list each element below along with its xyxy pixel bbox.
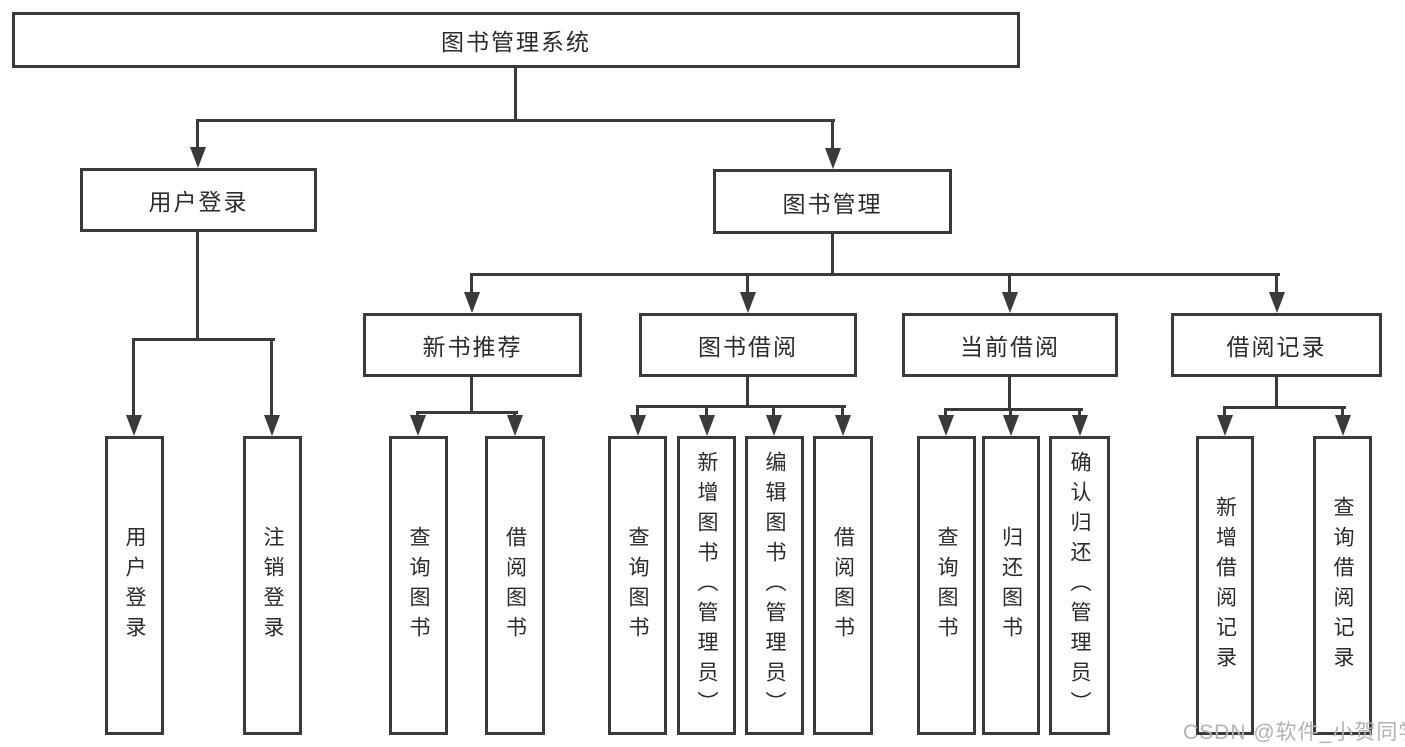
connector-line <box>1008 377 1011 411</box>
connector-line <box>1008 273 1011 297</box>
arrowhead-down-icon <box>630 415 646 436</box>
connector-line <box>270 338 273 418</box>
node-book-management: 图书管理 <box>713 169 952 234</box>
node-new-book-recommend: 新书推荐 <box>363 313 582 377</box>
leaf-current-return: 归还图书 <box>982 436 1040 735</box>
leaf-current-confirm-admin: 确认归还（管理员） <box>1049 436 1110 735</box>
arrowhead-down-icon <box>938 415 954 436</box>
connector-line <box>470 273 473 297</box>
connector-line <box>1223 406 1346 409</box>
arrowhead-down-icon <box>766 415 782 436</box>
leaf-borrow-query: 查询图书 <box>608 436 667 735</box>
arrowhead-down-icon <box>1217 415 1233 436</box>
arrowhead-down-icon <box>835 415 851 436</box>
node-borrow-records: 借阅记录 <box>1171 313 1382 377</box>
leaf-record-add: 新增借阅记录 <box>1196 436 1254 735</box>
arrowhead-down-icon <box>1003 415 1019 436</box>
connector-line <box>772 405 775 420</box>
leaf-borrow-edit-admin: 编辑图书（管理员） <box>745 436 804 735</box>
connector-line <box>944 408 1083 411</box>
arrowhead-down-icon <box>1002 292 1018 313</box>
connector-line <box>196 119 835 122</box>
arrowhead-down-icon <box>507 415 523 436</box>
connector-line <box>1078 408 1081 420</box>
leaf-newbook-query: 查询图书 <box>389 436 448 735</box>
arrowhead-down-icon <box>464 292 480 313</box>
arrowhead-down-icon <box>264 415 280 436</box>
node-user-login: 用户登录 <box>80 168 317 232</box>
connector-line <box>1223 406 1226 420</box>
connector-line <box>1275 377 1278 409</box>
connector-line <box>1341 406 1344 420</box>
arrowhead-down-icon <box>410 415 426 436</box>
leaf-logout: 注销登录 <box>243 436 302 735</box>
connector-line <box>416 411 518 414</box>
arrowhead-down-icon <box>126 415 142 436</box>
node-current-borrow: 当前借阅 <box>902 313 1118 377</box>
leaf-newbook-borrow: 借阅图书 <box>485 436 545 735</box>
connector-line <box>746 377 749 408</box>
leaf-borrow-add-admin: 新增图书（管理员） <box>677 436 736 735</box>
connector-line <box>470 377 473 414</box>
connector-line <box>196 232 199 341</box>
node-book-borrow: 图书借阅 <box>639 313 857 377</box>
connector-line <box>831 119 834 153</box>
connector-line <box>841 405 844 420</box>
connector-line <box>1275 273 1278 297</box>
arrowhead-down-icon <box>190 147 206 168</box>
arrowhead-down-icon <box>699 415 715 436</box>
arrowhead-down-icon <box>1269 292 1285 313</box>
connector-line <box>636 405 639 420</box>
leaf-borrow-borrow: 借阅图书 <box>813 436 873 735</box>
leaf-record-query: 查询借阅记录 <box>1313 436 1372 735</box>
connector-line <box>132 338 275 341</box>
connector-line <box>636 405 846 408</box>
connector-line <box>470 273 1280 276</box>
arrowhead-down-icon <box>1072 415 1088 436</box>
connector-line <box>705 405 708 420</box>
node-root: 图书管理系统 <box>12 12 1020 68</box>
connector-line <box>196 119 199 152</box>
connector-line <box>944 408 947 420</box>
arrowhead-down-icon <box>825 148 841 169</box>
csdn-watermark: CSDN @软件_小贺同学 <box>1183 721 1405 744</box>
leaf-current-query: 查询图书 <box>917 436 976 735</box>
connector-line <box>831 234 834 276</box>
connector-line <box>746 273 749 297</box>
connector-line <box>514 68 517 122</box>
connector-line <box>132 338 135 418</box>
leaf-user-login: 用户登录 <box>105 436 164 735</box>
connector-line <box>1009 408 1012 420</box>
arrowhead-down-icon <box>1335 415 1351 436</box>
arrowhead-down-icon <box>740 292 756 313</box>
